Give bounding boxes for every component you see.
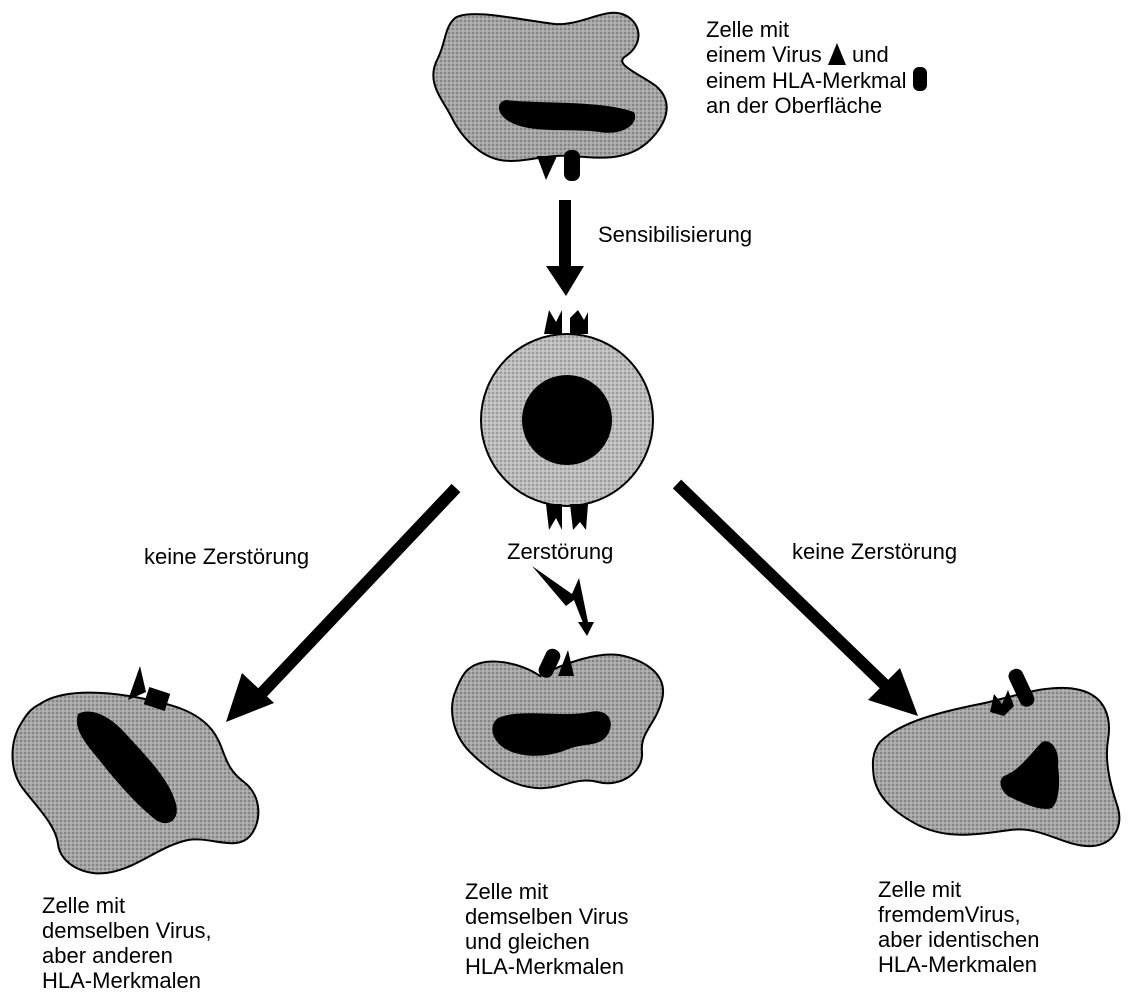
sensitization-label: Sensibilisierung [598, 222, 752, 247]
left-arrow-label: keine Zerstörung [144, 544, 309, 569]
right-outcome-line-2: fremdemVirus, [878, 902, 1039, 927]
sensitization-arrow [546, 200, 584, 296]
right-outcome-description: Zelle mit fremdemVirus, aber identischen… [878, 877, 1039, 977]
lymphocyte-receptor-right [570, 310, 588, 334]
right-arrow-label: keine Zerstörung [792, 539, 957, 564]
top-infected-cell [433, 13, 666, 181]
right-outcome-line-1: Zelle mit [878, 877, 1039, 902]
hla-marker-icon [913, 67, 927, 91]
lymphocyte [481, 310, 653, 530]
left-outcome-line-2: demselben Virus, [42, 918, 212, 943]
top-cell-and-text: und [852, 42, 889, 67]
virus-triangle-icon [828, 43, 846, 65]
middle-arrow [532, 566, 594, 636]
top-cell-line-1: Zelle mit [706, 17, 927, 42]
middle-outcome-cell [452, 646, 663, 788]
left-outcome-line-1: Zelle mit [42, 893, 212, 918]
right-outcome-cell [873, 666, 1119, 846]
middle-outcome-line-1: Zelle mit [465, 879, 628, 904]
left-outcome-line-3: aber anderen [42, 943, 212, 968]
top-virus-marker [537, 156, 557, 180]
top-cell-body [433, 13, 666, 161]
left-outcome-line-4: HLA-Merkmalen [42, 968, 212, 993]
middle-outcome-line-2: demselben Virus [465, 904, 628, 929]
left-virus-marker [128, 666, 146, 700]
middle-outcome-line-3: und gleichen [465, 929, 628, 954]
top-hla-marker [564, 150, 580, 181]
top-cell-hla-text: einem HLA-Merkmal [706, 68, 907, 93]
lymphocyte-receptor-left [544, 310, 562, 334]
top-cell-line-3: einem HLA-Merkmal [706, 67, 927, 93]
left-arrow [226, 488, 456, 722]
middle-outcome-description: Zelle mit demselben Virus und gleichen H… [465, 879, 628, 979]
right-outcome-line-3: aber identischen [878, 927, 1039, 952]
middle-outcome-line-4: HLA-Merkmalen [465, 954, 628, 979]
top-cell-line-2: einem Virus und [706, 42, 927, 67]
right-arrow [677, 484, 918, 716]
top-cell-description: Zelle mit einem Virus und einem HLA-Merk… [706, 17, 927, 118]
lymphocyte-nucleus [522, 375, 612, 465]
left-outcome-cell [13, 666, 259, 873]
top-cell-virus-text: einem Virus [706, 42, 822, 67]
lymphocyte-receptor-bottom-right [570, 504, 588, 530]
right-outcome-line-4: HLA-Merkmalen [878, 952, 1039, 977]
left-outcome-description: Zelle mit demselben Virus, aber anderen … [42, 893, 212, 993]
lymphocyte-receptor-bottom-left [546, 504, 562, 530]
middle-arrow-label: Zerstörung [507, 539, 613, 564]
top-cell-line-4: an der Oberfläche [706, 93, 927, 118]
